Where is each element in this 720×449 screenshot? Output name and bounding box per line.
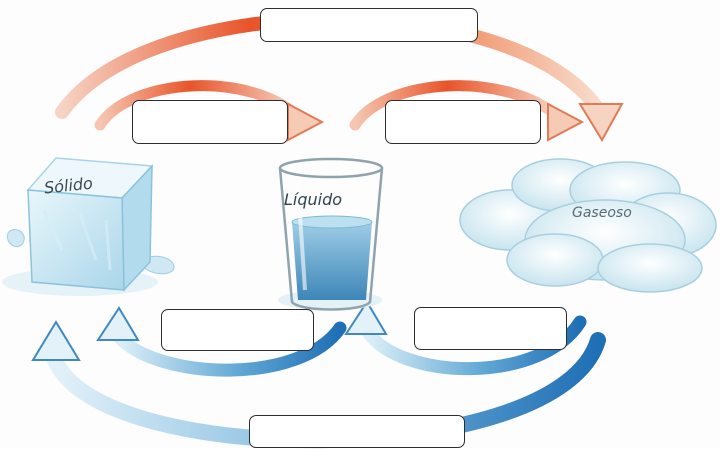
arrow-liquid-to-solid <box>96 306 347 377</box>
cloud-illustration <box>459 158 717 293</box>
answer-box-bottom-right[interactable] <box>414 307 567 350</box>
answer-box-bottom-left[interactable] <box>161 309 314 351</box>
answer-box-bottom-outer[interactable] <box>249 415 465 448</box>
water-glass-illustration <box>278 157 384 311</box>
ice-cube-illustration <box>2 157 175 296</box>
state-label-liquid: Líquido <box>284 190 343 209</box>
answer-box-top-right[interactable] <box>385 100 541 144</box>
answer-box-top-outer[interactable] <box>260 8 478 42</box>
answer-box-top-left[interactable] <box>132 100 288 144</box>
state-label-gas: Gaseoso <box>572 205 632 221</box>
